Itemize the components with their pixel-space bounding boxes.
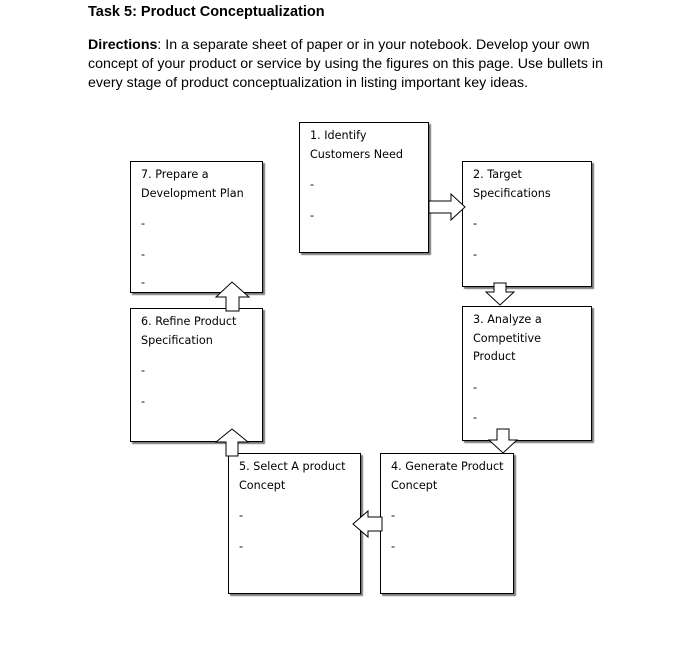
page-title: Task 5: Product Conceptualization bbox=[88, 4, 325, 20]
arrow-up-5-to-6-icon bbox=[214, 428, 250, 457]
step-1-bullet-2: - bbox=[310, 208, 315, 222]
step-2-target-specifications: 2. Target Specifications - - bbox=[462, 161, 592, 287]
arrow-up-6-to-7-icon bbox=[214, 281, 251, 312]
step-7-label-line-1: 7. Prepare a bbox=[141, 168, 209, 181]
arrow-down-2-to-3-icon bbox=[484, 282, 516, 306]
step-7-label-line-2: Development Plan bbox=[141, 186, 244, 200]
step-6-label-line-1: 6. Refine Product bbox=[141, 315, 237, 328]
step-4-bullet-1: - bbox=[391, 509, 396, 522]
step-7-prepare-development-plan: 7. Prepare a Development Plan - - - bbox=[130, 161, 263, 293]
arrow-down-3-to-4-icon bbox=[487, 428, 519, 454]
directions-label: Directions bbox=[88, 37, 158, 53]
step-2-bullet-1: - bbox=[473, 217, 478, 230]
arrow-left-4-to-5-icon bbox=[352, 509, 383, 539]
arrow-right-1-to-2-icon bbox=[428, 192, 466, 222]
step-4-label-line-2: Concept bbox=[391, 478, 438, 492]
step-1-bullet-1: - bbox=[310, 178, 315, 191]
step-3-label-line-3: Product bbox=[473, 350, 516, 363]
step-6-bullet-2: - bbox=[141, 394, 146, 408]
step-1-label-line-1: 1. Identify bbox=[310, 129, 367, 142]
step-4-bullet-2: - bbox=[391, 539, 396, 553]
step-5-label-line-1: 5. Select A product bbox=[239, 460, 346, 473]
step-6-bullet-1: - bbox=[141, 364, 146, 377]
directions-text: Directions: In a separate sheet of paper… bbox=[88, 36, 608, 93]
step-1-label-line-2: Customers Need bbox=[310, 147, 403, 161]
step-5-bullet-2: - bbox=[239, 539, 244, 553]
step-2-bullet-2: - bbox=[473, 247, 478, 261]
step-1-identify-customers-need: 1. Identify Customers Need - - bbox=[299, 122, 429, 253]
step-7-bullet-1: - bbox=[141, 217, 146, 230]
step-3-label-line-2: Competitive bbox=[473, 331, 542, 345]
step-2-label-line-1: 2. Target bbox=[473, 168, 522, 181]
step-5-label-line-2: Concept bbox=[239, 478, 286, 492]
step-3-bullet-2: - bbox=[473, 411, 478, 424]
step-4-label-line-1: 4. Generate Product bbox=[391, 460, 504, 473]
step-5-bullet-1: - bbox=[239, 509, 244, 522]
step-7-bullet-2: - bbox=[141, 247, 146, 261]
step-3-label-line-1: 3. Analyze a bbox=[473, 313, 542, 326]
step-4-generate-product-concept: 4. Generate Product Concept - - bbox=[380, 453, 514, 594]
directions-body: : In a separate sheet of paper or in you… bbox=[88, 37, 603, 91]
step-2-label-line-2: Specifications bbox=[473, 186, 551, 200]
step-6-refine-product-specification: 6. Refine Product Specification - - bbox=[130, 308, 263, 442]
step-3-analyze-competitive-product: 3. Analyze a Competitive Product - - bbox=[462, 306, 592, 441]
step-7-bullet-3: - bbox=[141, 276, 146, 289]
step-6-label-line-2: Specification bbox=[141, 333, 213, 347]
step-3-bullet-1: - bbox=[473, 380, 478, 394]
